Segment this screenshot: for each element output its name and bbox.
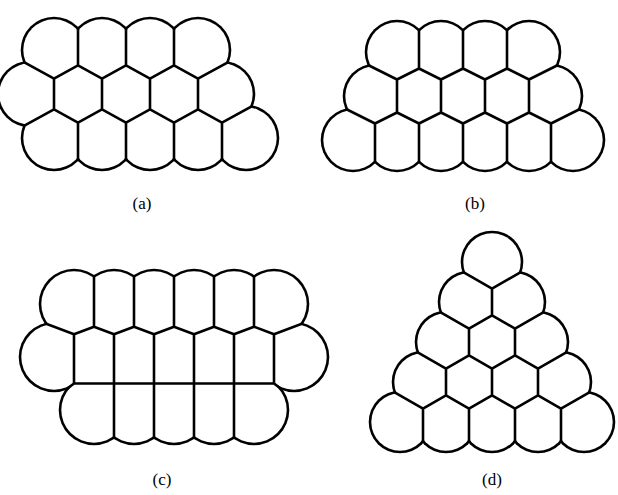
cell-wall bbox=[0, 8, 288, 180]
panel-label: (b) bbox=[465, 194, 485, 214]
cell-wall bbox=[360, 222, 618, 462]
panel-label: (c) bbox=[153, 470, 172, 490]
cell-interior bbox=[555, 393, 612, 450]
cell-cluster bbox=[360, 222, 618, 462]
cell-cluster bbox=[312, 11, 614, 181]
panel-label: (a) bbox=[133, 194, 152, 214]
panel-label: (d) bbox=[482, 470, 502, 490]
cell-interior bbox=[215, 107, 276, 168]
cell-wall bbox=[312, 11, 614, 181]
cell-cluster bbox=[10, 260, 338, 454]
cell-wall bbox=[10, 260, 338, 454]
cell-cluster bbox=[0, 8, 288, 180]
